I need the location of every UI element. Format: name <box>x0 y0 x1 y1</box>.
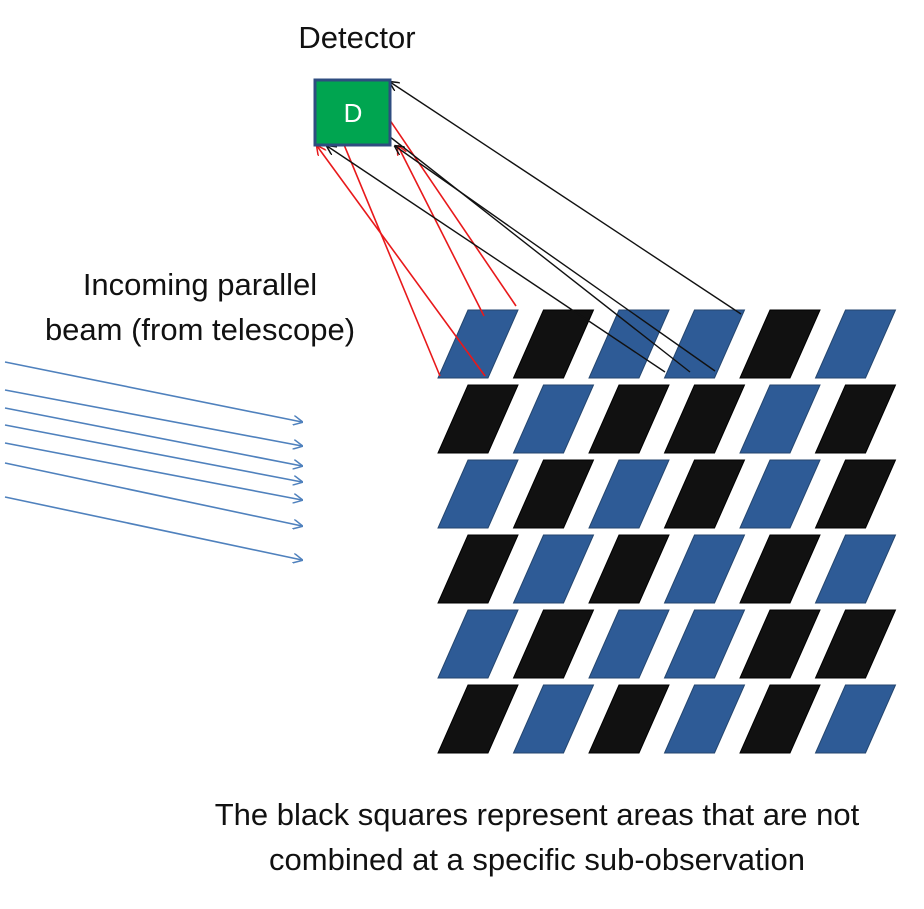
mirror-cell-inactive <box>512 459 595 529</box>
mirror-cell-active <box>739 459 821 529</box>
caption-line-2: combined at a specific sub-observation <box>269 842 805 877</box>
beam-arrow <box>4 361 302 422</box>
incoming-beam-arrows <box>4 361 302 560</box>
mirror-cell-active <box>663 534 746 604</box>
detector-title: Detector <box>298 20 416 55</box>
beam-arrow <box>4 462 302 526</box>
mirror-cell-active <box>588 459 670 529</box>
beam-arrow <box>4 407 302 466</box>
mirror-cell-inactive <box>739 684 821 754</box>
mirror-cell-inactive <box>437 534 519 604</box>
mirror-cell-active <box>814 309 897 379</box>
detector-letter: D <box>344 98 363 128</box>
mirror-cell-inactive <box>663 459 746 529</box>
mirror-cell-active <box>437 609 519 679</box>
mirror-cell-active <box>588 309 670 379</box>
reflected-ray-black <box>395 146 716 372</box>
mirror-cell-active <box>814 684 897 754</box>
detector-square <box>313 78 392 147</box>
mirror-cell-inactive <box>588 684 670 754</box>
mirror-grid <box>437 309 897 754</box>
mirror-cell-active <box>512 684 595 754</box>
reflected-rays <box>317 82 742 377</box>
beam-label-line-2: beam (from telescope) <box>44 312 356 347</box>
detector-box: D <box>313 78 392 147</box>
reflected-ray-black <box>327 146 666 373</box>
mirror-cell-inactive <box>814 384 897 454</box>
caption-line-1: The black squares represent areas that a… <box>214 797 860 832</box>
mirror-cell-active <box>437 309 519 379</box>
mirror-cell-inactive <box>437 384 519 454</box>
reflected-ray-black <box>390 82 742 315</box>
beam-arrow <box>4 442 302 500</box>
beam-label: Incoming parallel beam (from telescope) <box>0 262 400 352</box>
mirror-cell-inactive <box>663 384 746 454</box>
mirror-cell-inactive <box>588 384 670 454</box>
mirror-cell-inactive <box>814 459 897 529</box>
mirror-cell-inactive <box>437 684 519 754</box>
mirror-cell-active <box>437 459 519 529</box>
beam-arrow <box>4 496 302 560</box>
mirror-cell-inactive <box>588 534 670 604</box>
mirror-cell-active <box>663 309 746 379</box>
beam-arrow <box>4 424 302 482</box>
mirror-cell-active <box>512 384 595 454</box>
caption: The black squares represent areas that a… <box>150 792 924 882</box>
mirror-cell-active <box>739 384 821 454</box>
mirror-cell-active <box>588 609 670 679</box>
mirror-cell-active <box>663 684 746 754</box>
mirror-cell-inactive <box>512 609 595 679</box>
beam-label-line-1: Incoming parallel <box>82 267 318 302</box>
mirror-cell-active <box>814 534 897 604</box>
mirror-cell-inactive <box>739 534 821 604</box>
mirror-cell-inactive <box>814 609 897 679</box>
mirror-cell-inactive <box>739 609 821 679</box>
mirror-cell-inactive <box>739 309 821 379</box>
reflected-ray-red <box>398 146 485 317</box>
beam-arrow <box>4 389 302 446</box>
mirror-cell-active <box>512 534 595 604</box>
reflected-ray-red <box>317 146 486 377</box>
mirror-cell-inactive <box>512 309 595 379</box>
mirror-cell-active <box>663 609 746 679</box>
